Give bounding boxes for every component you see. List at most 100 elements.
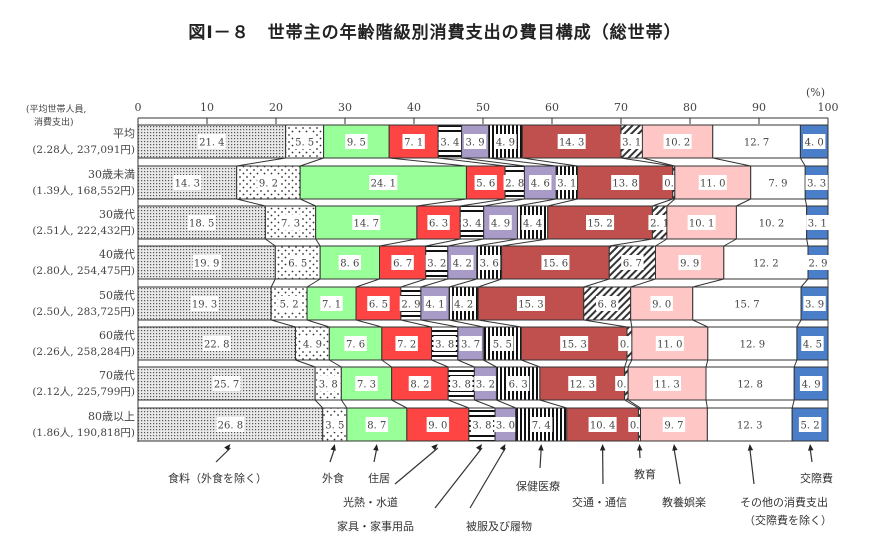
bar-value-label: 4. 9 xyxy=(802,380,821,391)
bar-value-label: 3. 7 xyxy=(461,340,480,351)
bar-value-label: 3. 3 xyxy=(807,179,826,190)
category-label: 光熱・水道 xyxy=(343,496,398,509)
bar-value-label: 8. 6 xyxy=(340,259,359,270)
x-tick-label: 80 xyxy=(683,101,697,114)
bar-value-label: 9. 5 xyxy=(347,138,366,149)
bar-value-label: 3. 0 xyxy=(496,421,515,432)
row-subtitle: (2.12人, 225,799円) xyxy=(32,386,135,398)
bar-value-label: 12. 3 xyxy=(737,421,762,432)
bar-segment xyxy=(655,245,725,280)
bar-value-label: 9. 0 xyxy=(428,421,447,432)
bar-segment xyxy=(482,326,522,361)
x-tick-label: 0 xyxy=(134,101,142,114)
row-name: 平均 xyxy=(113,127,135,140)
bar-value-label: 11. 3 xyxy=(654,380,679,391)
bar-value-label: 0. 5 xyxy=(617,380,636,391)
x-tick-label: 30 xyxy=(338,101,352,114)
row-label: 60歳代 (2.26人, 258,284円) xyxy=(32,328,135,360)
row-header-line1: (平均世帯人員, xyxy=(26,105,87,115)
category-label: 教育 xyxy=(634,468,656,481)
row-name: 40歳代 xyxy=(99,248,135,261)
row-header: (平均世帯人員, 消費支出) xyxy=(26,104,86,130)
category-label: 保健医療 xyxy=(516,480,560,493)
bar-value-label: 3. 9 xyxy=(805,300,824,311)
row-name: 70歳代 xyxy=(99,369,135,382)
bar-value-label: 14. 3 xyxy=(175,179,200,190)
x-tick-label: 100 xyxy=(817,101,839,114)
category-label: （交際費を除く） xyxy=(744,514,832,527)
bar-value-label: 3. 6 xyxy=(480,259,499,270)
category-label: 交通・通信 xyxy=(572,496,627,509)
bar-value-label: 6. 5 xyxy=(288,259,307,270)
bar-value-label: 15. 7 xyxy=(734,300,759,311)
bar-value-label: 3. 8 xyxy=(435,340,454,351)
bar-value-label: 7. 2 xyxy=(397,340,416,351)
bar-value-label: 3. 1 xyxy=(557,179,576,190)
bar-value-label: 25. 7 xyxy=(214,380,239,391)
bar-value-label: 6. 7 xyxy=(623,259,642,270)
category-label: 外食 xyxy=(322,472,344,485)
arrow-icon xyxy=(475,444,482,451)
row-subtitle: (2.50人, 283,725円) xyxy=(32,306,135,318)
category-label: その他の消費支出 xyxy=(740,496,828,509)
row-label: 50歳代(2.50人, 283,725円) xyxy=(32,288,135,320)
arrow-icon xyxy=(599,444,606,451)
bar-value-label: 0. 7 xyxy=(620,340,639,351)
bar-value-label: 15. 3 xyxy=(518,300,543,311)
bar-value-label: 4. 9 xyxy=(303,340,322,351)
bar-value-label: 7. 1 xyxy=(404,138,423,149)
bar-value-label: 22. 8 xyxy=(204,340,229,351)
arrow-icon xyxy=(224,444,231,451)
bar-value-label: 3. 1 xyxy=(622,138,641,149)
bar-value-label: 3. 9 xyxy=(466,138,485,149)
row-label: 30歳未満(1.39人, 168,552円) xyxy=(32,167,135,199)
bar-value-label: 9. 9 xyxy=(680,259,699,270)
bar-value-label: 4. 2 xyxy=(454,300,473,311)
bar-value-label: 9. 2 xyxy=(259,179,278,190)
bar-value-label: 5. 6 xyxy=(476,179,495,190)
bar-value-label: 18. 5 xyxy=(189,219,214,230)
bar-value-label: 5. 5 xyxy=(493,340,512,351)
bar-value-label: 3. 8 xyxy=(319,380,338,391)
chart-title: 図Ⅰ－８ 世帯主の年齢階級別消費支出の費目構成（総世帯） xyxy=(188,23,682,43)
row-subtitle: (2.26人, 258,284円) xyxy=(32,346,135,358)
bar-value-label: 7. 3 xyxy=(281,219,300,230)
row-subtitle: (1.39人, 168,552円) xyxy=(32,185,135,197)
bar-value-label: 3. 5 xyxy=(325,421,344,432)
x-tick-label: 70 xyxy=(614,101,628,114)
bar-value-label: 19. 9 xyxy=(194,259,219,270)
bar-value-label: 10. 1 xyxy=(689,219,714,230)
bar-value-label: 4. 5 xyxy=(803,340,822,351)
row-label: 平均 (2.28人, 237,091円) xyxy=(32,126,135,158)
x-tick-label: 40 xyxy=(407,101,421,114)
arrow-icon xyxy=(373,444,379,451)
bar-value-label: 4. 1 xyxy=(425,300,444,311)
bar-segment xyxy=(294,326,330,361)
arrow-icon xyxy=(672,444,678,451)
bar-value-label: 7. 6 xyxy=(346,340,365,351)
bar-value-label: 12. 7 xyxy=(744,138,769,149)
category-label: 被服及び履物 xyxy=(466,520,532,533)
row-subtitle: (2.51人, 222,432円) xyxy=(32,225,135,237)
bar-value-label: 3. 2 xyxy=(427,259,446,270)
bar-value-label: 3. 8 xyxy=(452,380,471,391)
bar-value-label: 11. 0 xyxy=(657,340,682,351)
bar-value-label: 4. 9 xyxy=(496,138,515,149)
bar-value-label: 7. 3 xyxy=(357,380,376,391)
bar-value-label: 0. 3 xyxy=(664,179,683,190)
bar-value-label: 7. 4 xyxy=(532,421,551,432)
bar-value-label: 5. 5 xyxy=(295,138,314,149)
category-label: 家具・家事用品 xyxy=(337,520,414,533)
row-subtitle: (2.28人, 237,091円) xyxy=(32,144,135,156)
axis-unit-label: (%) xyxy=(806,86,826,99)
bar-value-label: 6. 7 xyxy=(393,259,412,270)
bar-value-label: 11. 0 xyxy=(700,179,725,190)
bar-value-label: 10. 4 xyxy=(590,421,615,432)
bar-value-label: 15. 2 xyxy=(587,219,612,230)
bar-value-label: 3. 8 xyxy=(472,421,491,432)
row-name: 60歳代 xyxy=(99,329,135,342)
category-label: 住居 xyxy=(368,472,390,485)
bar-value-label: 9. 0 xyxy=(652,300,671,311)
bar-value-label: 12. 3 xyxy=(570,380,595,391)
bar-value-label: 14. 7 xyxy=(354,219,379,230)
